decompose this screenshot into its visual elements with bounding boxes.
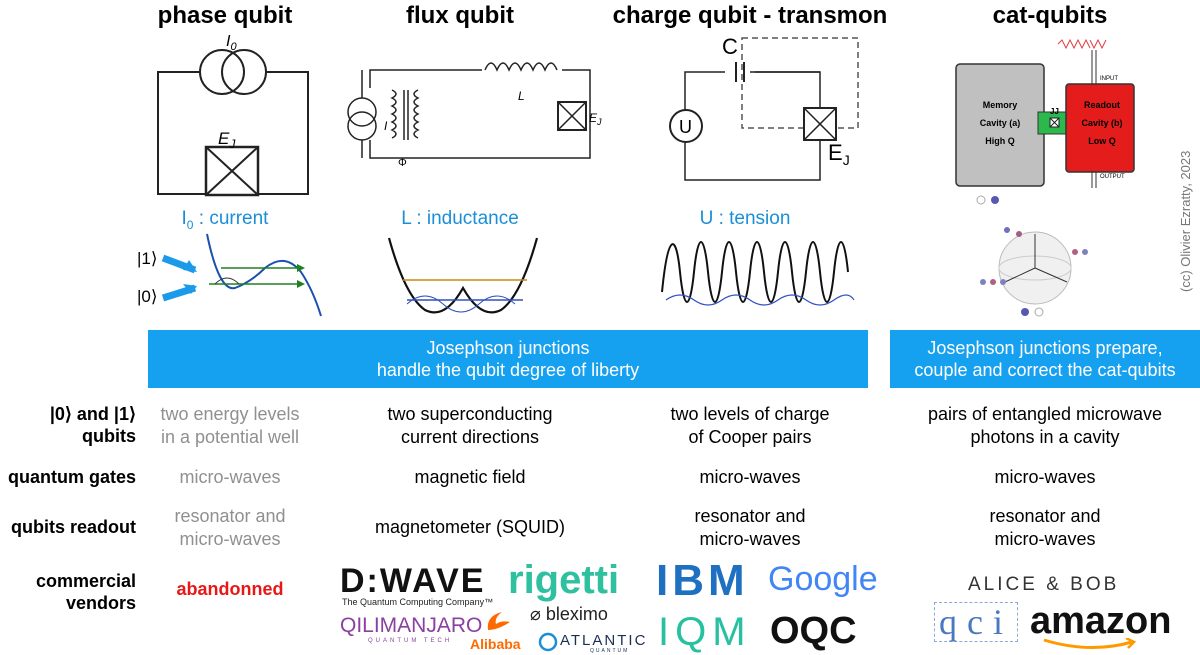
title-cat-qubits: cat-qubits	[992, 2, 1108, 29]
caption-charge: U : tension	[699, 208, 791, 229]
title-phase-qubit: phase qubit	[157, 2, 293, 29]
row-label-gates: quantum gates	[7, 467, 136, 487]
level-zero-label: |0⟩	[137, 287, 158, 306]
google-logo: Google	[768, 560, 878, 598]
cat-qubit-circuit: JJ Memory Cavity (a) High Q Readout Cavi…	[955, 38, 1135, 188]
memory-line-1: Memory	[983, 100, 1018, 110]
bleximo-icon: ⌀	[530, 604, 541, 624]
qci-logo: qci	[934, 602, 1018, 642]
cell-cat-gates: micro-waves	[994, 467, 1096, 487]
flux-junction-label: EJ	[589, 111, 602, 127]
alibaba-icon	[487, 612, 510, 630]
cell-phase-gates: micro-waves	[179, 467, 281, 487]
alice-bob-logo: ALICE & BOB	[968, 574, 1120, 595]
iqm-logo: IQM	[658, 610, 752, 654]
dwave-tagline: The Quantum Computing Company™	[342, 597, 494, 607]
phase-potential-plot: |1⟩ |0⟩	[137, 233, 322, 317]
level-one-label: |1⟩	[137, 249, 158, 268]
credit-text: (cc) Olivier Ezratty, 2023	[1178, 150, 1193, 292]
bloch-sphere	[976, 195, 1088, 317]
row-label-readout: qubits readout	[11, 517, 136, 537]
charge-qubit-circuit: U C EJ	[669, 34, 859, 181]
flux-potential-plot	[387, 237, 539, 314]
qilimanjaro-tagline: QUANTUM TECH	[368, 638, 453, 644]
source-label: I0	[226, 33, 237, 53]
jj-label: JJ	[1050, 107, 1059, 116]
output-label: OUTPUT	[1100, 174, 1125, 180]
banner-line: handle the qubit degree of liberty	[376, 360, 640, 380]
memory-line-2: Cavity (a)	[980, 118, 1021, 128]
charge-junction-label: EJ	[828, 140, 850, 168]
amazon-smile-icon	[1043, 638, 1137, 649]
amazon-logo: amazon	[1030, 600, 1172, 642]
memory-line-3: High Q	[985, 136, 1015, 146]
cell-flux-readout: magnetometer (SQUID)	[374, 517, 566, 537]
input-label: INPUT	[1100, 76, 1118, 82]
inductor-label: L	[518, 89, 525, 103]
readout-line-1: Readout	[1084, 100, 1120, 110]
flux-label: Φ	[398, 157, 407, 169]
qilimanjaro-logo: QILIMANJARO	[340, 614, 483, 637]
transmon-potential-plot	[661, 241, 855, 306]
banner-line: Josephson junctions	[426, 338, 590, 358]
caption-phase: I0 : current	[181, 208, 269, 232]
caption-flux: L : inductance	[401, 208, 519, 229]
atlantic-logo: ATLANTIC	[560, 632, 648, 649]
bleximo-logo: ⌀ bleximo	[530, 604, 608, 624]
title-flux-qubit: flux qubit	[406, 2, 514, 29]
row-label-qubits: |0⟩ and |1⟩qubits	[49, 404, 136, 446]
readout-line-2: Cavity (b)	[1081, 118, 1122, 128]
readout-line-3: Low Q	[1088, 136, 1116, 146]
banner-line: Josephson junctions prepare,	[927, 338, 1163, 358]
banner-josephson-junctions: Josephson junctions handle the qubit deg…	[148, 330, 868, 388]
title-charge-qubit: charge qubit - transmon	[612, 2, 888, 29]
junction-label: EJ	[218, 129, 236, 151]
cell-flux-gates: magnetic field	[414, 467, 526, 487]
oqc-logo: OQC	[770, 610, 857, 652]
banner-line: couple and correct the cat-qubits	[914, 360, 1176, 380]
atlantic-tagline: QUANTUM	[590, 648, 630, 654]
atlantic-icon	[538, 632, 558, 652]
flux-source-label: I	[384, 119, 388, 133]
charge-source-label: U	[679, 117, 692, 137]
capacitor-label: C	[722, 34, 738, 59]
cell-charge-gates: micro-waves	[699, 467, 801, 487]
ibm-logo: IBM	[656, 556, 749, 605]
alibaba-logo: Alibaba	[470, 636, 521, 652]
cell-phase-vendors: abandonned	[176, 579, 284, 599]
dwave-logo: D:WAVE	[340, 562, 486, 600]
rigetti-logo: rigetti	[508, 558, 620, 602]
flux-qubit-circuit: L I Φ EJ	[347, 60, 602, 169]
banner-cat-josephson: Josephson junctions prepare, couple and …	[890, 330, 1200, 388]
phase-qubit-circuit: I0 EJ	[157, 33, 309, 197]
